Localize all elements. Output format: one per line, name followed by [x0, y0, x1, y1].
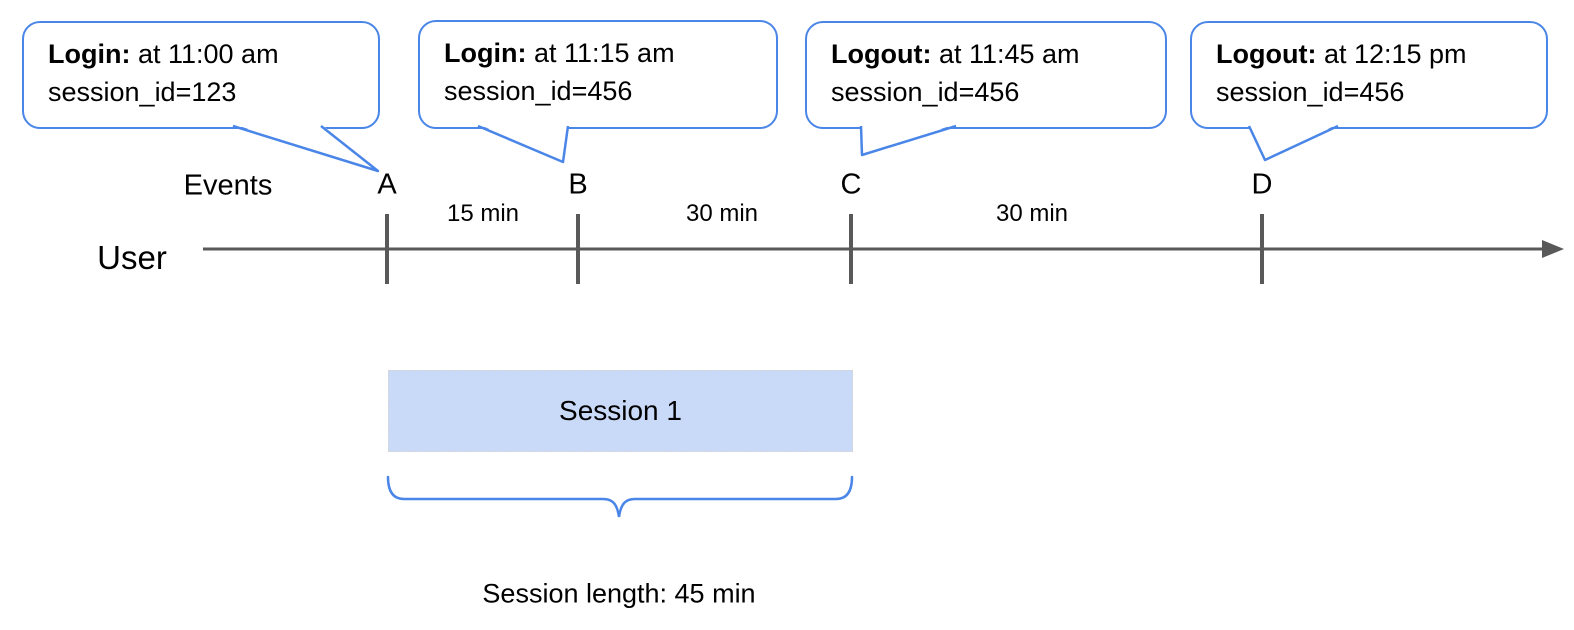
- event-type-label: Logout:: [831, 39, 932, 69]
- events-row-label: Events: [183, 169, 273, 202]
- session-1-label: Session 1: [559, 395, 682, 426]
- event-marker-a: A: [377, 168, 397, 201]
- callout-logout-d: Logout: at 12:15 pm session_id=456: [1190, 21, 1548, 129]
- event-type-label: Login:: [48, 39, 131, 69]
- user-row-label: User: [97, 239, 167, 276]
- callout-line2: session_id=456: [1216, 77, 1405, 107]
- callout-line1: Login: at 11:15 am: [444, 34, 752, 72]
- session-1-box: Session 1: [388, 370, 853, 452]
- event-marker-c: C: [840, 168, 862, 201]
- interval-label-ab: 15 min: [446, 200, 520, 227]
- callout-line2: session_id=456: [444, 76, 633, 106]
- callout-line1: Login: at 11:00 am: [48, 35, 354, 73]
- interval-label-bc: 30 min: [685, 200, 759, 227]
- interval-label-cd: 30 min: [995, 200, 1069, 227]
- tail-a-fill: [233, 124, 378, 171]
- callout-login-a: Login: at 11:00 am session_id=123: [22, 21, 380, 129]
- callout-logout-c: Logout: at 11:45 am session_id=456: [805, 21, 1167, 129]
- event-time-label: at 11:45 am: [931, 39, 1080, 69]
- tail-a-outline: [232, 124, 380, 173]
- event-marker-d: D: [1251, 168, 1273, 201]
- event-type-label: Login:: [444, 38, 527, 68]
- event-time-label: at 12:15 pm: [1316, 39, 1467, 69]
- callout-tails: [232, 124, 1339, 173]
- tail-b-fill: [478, 124, 568, 162]
- event-time-label: at 11:00 am: [130, 39, 279, 69]
- session-length-label: Session length: 45 min: [482, 578, 756, 609]
- tail-d-outline: [1247, 124, 1339, 162]
- tail-d-fill: [1249, 124, 1338, 160]
- event-time-label: at 11:15 am: [526, 38, 675, 68]
- event-type-label: Logout:: [1216, 39, 1317, 69]
- callout-line2: session_id=456: [831, 77, 1020, 107]
- callout-line2: session_id=123: [48, 77, 237, 107]
- timeline-arrow: [203, 240, 1564, 258]
- arrowhead-icon: [1542, 240, 1564, 258]
- event-marker-b: B: [568, 168, 588, 201]
- callout-login-b: Login: at 11:15 am session_id=456: [418, 20, 778, 129]
- session-length-brace: [386, 475, 854, 518]
- tail-c-outline: [859, 124, 957, 157]
- tail-b-outline: [477, 124, 570, 164]
- callout-line1: Logout: at 12:15 pm: [1216, 35, 1522, 73]
- callout-line1: Logout: at 11:45 am: [831, 35, 1141, 73]
